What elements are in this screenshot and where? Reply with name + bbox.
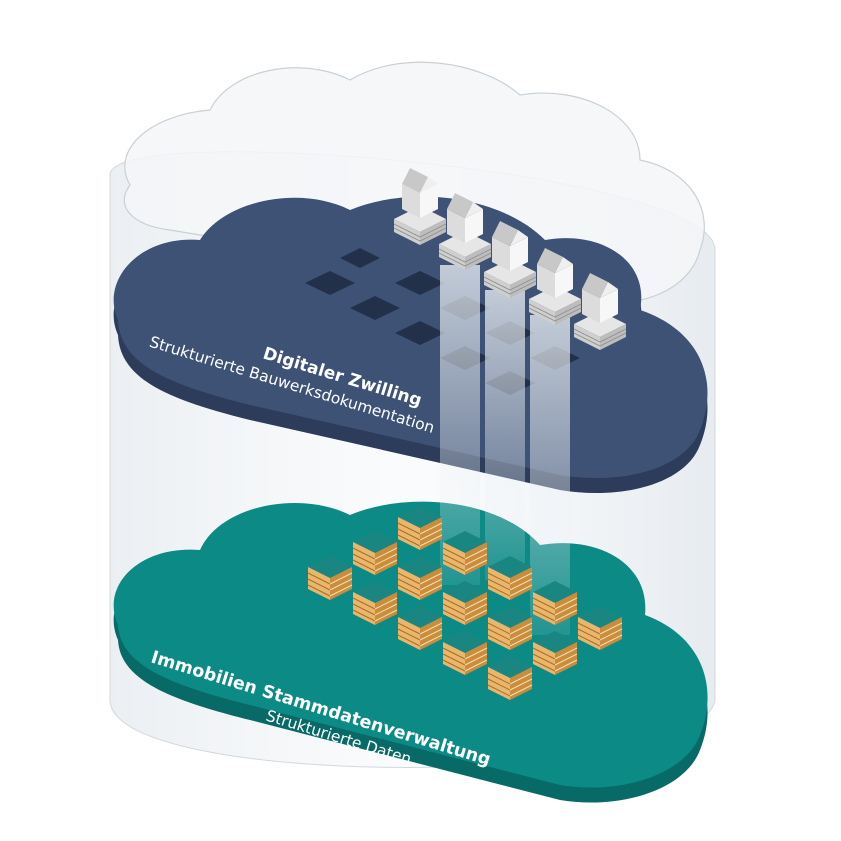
data-light-beams: [440, 265, 570, 635]
